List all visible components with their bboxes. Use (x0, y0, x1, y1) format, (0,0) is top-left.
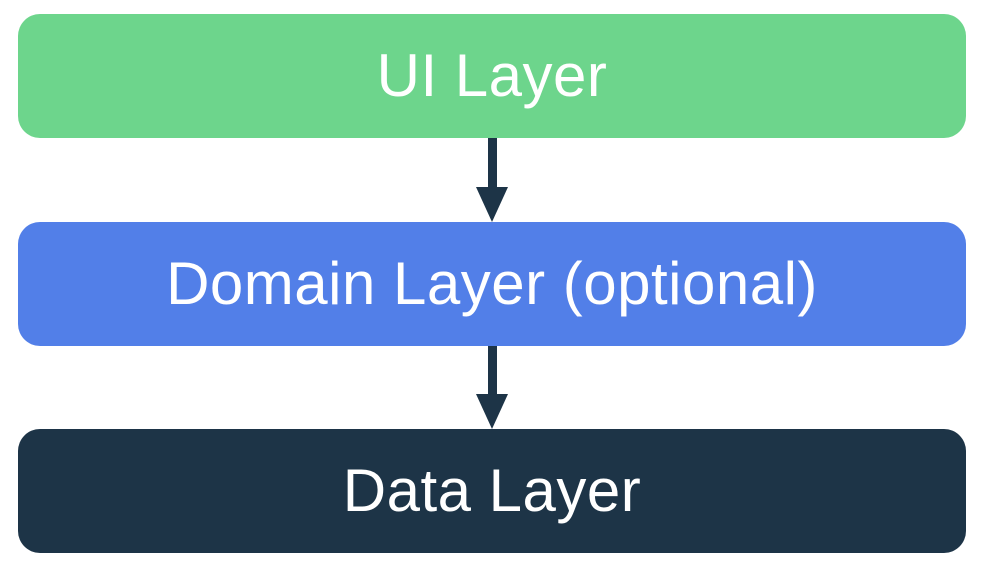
layer-label-data: Data Layer (342, 457, 642, 524)
arrow-down-icon (472, 138, 512, 222)
layer-box-domain: Domain Layer (optional) (18, 221, 966, 346)
arrow-stem (487, 138, 497, 187)
layer-label-ui: UI Layer (376, 42, 608, 109)
layer-label-domain: Domain Layer (optional) (166, 249, 818, 317)
arrow-stem (487, 345, 497, 394)
layer-box-ui: UI Layer (18, 14, 966, 138)
arrow-head (476, 394, 508, 429)
layer-box-data: Data Layer (18, 429, 966, 553)
arrow-head (476, 186, 508, 222)
arrow-down-icon (472, 345, 512, 429)
